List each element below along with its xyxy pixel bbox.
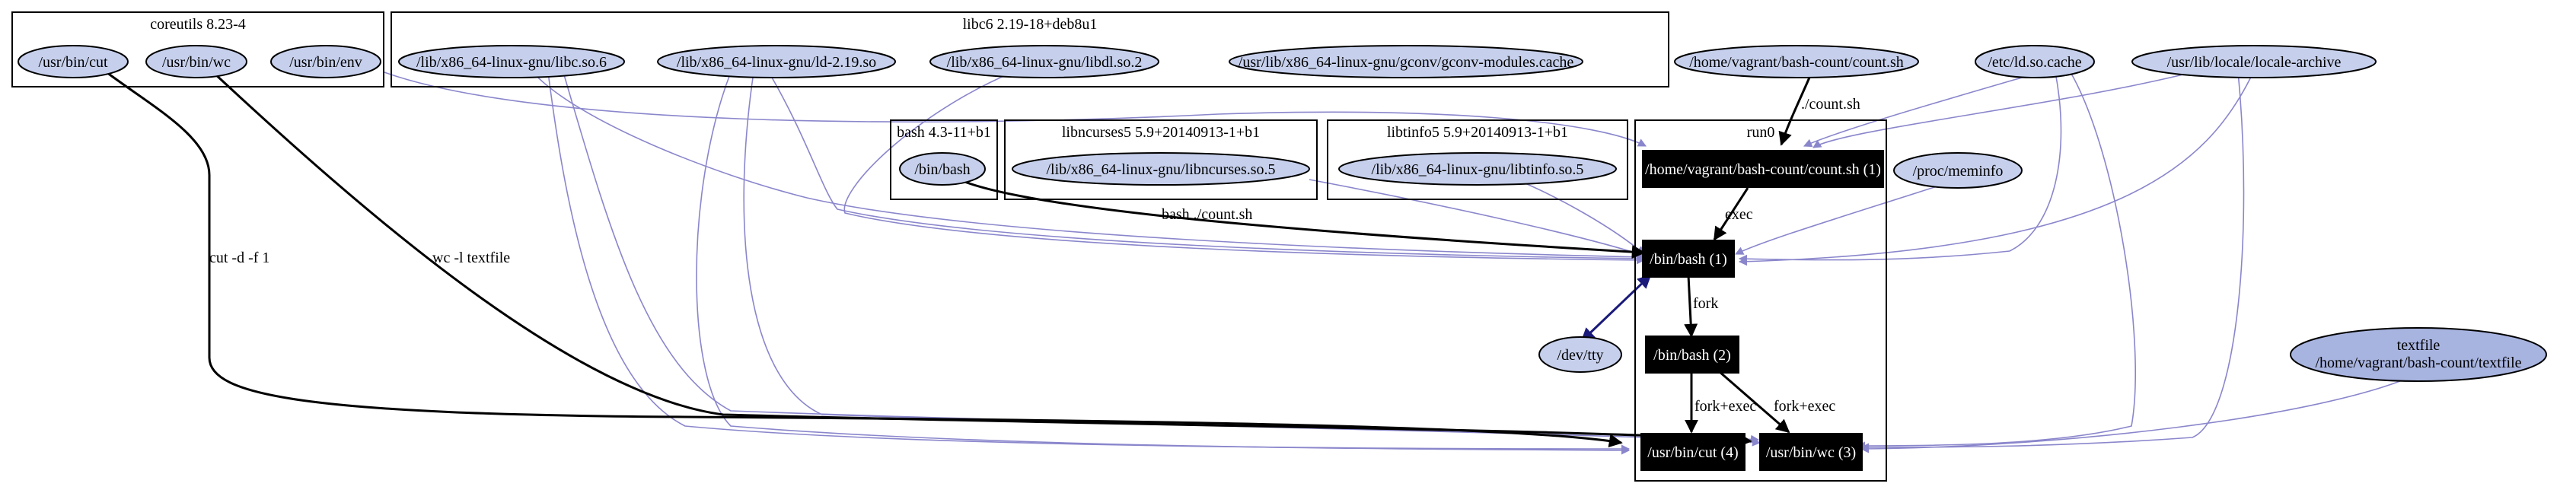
cluster-label-run0: run0 [1747, 124, 1775, 141]
node-libdl[interactable]: /lib/x86_64-linux-gnu/libdl.so.2 [929, 45, 1159, 78]
node-libncurses-so[interactable]: /lib/x86_64-linux-gnu/libncurses.so.5 [1012, 152, 1310, 186]
edge-ld-to-cut [696, 72, 1631, 455]
edge-ldcache-to-bash1 [1738, 72, 2062, 263]
edge-wc-exec [212, 71, 1752, 447]
edge-bash-exec [958, 178, 1646, 259]
edge-label-cut: cut -d -f 1 [209, 250, 269, 266]
node-label: /usr/lib/x86_64-linux-gnu/gconv/gconv-mo… [1239, 54, 1574, 71]
edge-meminfo-to-bash1 [1734, 182, 1950, 255]
node-proc-cut[interactable]: /usr/bin/cut (4) [1640, 433, 1745, 471]
edge-locale-to-countsh [1812, 72, 2193, 148]
node-proc-count-sh[interactable]: /home/vagrant/bash-count/count.sh (1) [1642, 150, 1884, 188]
node-gconv[interactable]: /usr/lib/x86_64-linux-gnu/gconv/gconv-mo… [1229, 45, 1583, 78]
node-label: /home/vagrant/bash-count/count.sh (1) [1645, 161, 1881, 178]
cluster-libtinfo: libtinfo5 5.9+20140913-1+b1 [1327, 119, 1628, 200]
edge-libdl-to-bash1 [843, 72, 1646, 265]
node-label: /usr/bin/cut (4) [1647, 444, 1738, 461]
edge-label-fork-exec-wc: fork+exec [1774, 398, 1835, 415]
node-usr-bin-cut[interactable]: /usr/bin/cut [18, 45, 129, 78]
node-proc-bash1[interactable]: /bin/bash (1) [1642, 240, 1735, 278]
edge-label-fork: fork [1693, 295, 1718, 312]
cluster-coreutils: coreutils 8.23-4 [11, 11, 384, 87]
edge-countsh-exec [1778, 72, 1813, 146]
edge-bash1-to-devtty [1580, 274, 1652, 342]
node-label: /bin/bash [914, 161, 970, 178]
node-label: /usr/bin/cut [38, 54, 108, 71]
edge-ldcache-to-countsh [1803, 72, 2041, 148]
edge-exec [1713, 187, 1749, 241]
edge-label-exec: exec [1725, 206, 1753, 223]
node-proc-wc[interactable]: /usr/bin/wc (3) [1759, 433, 1863, 471]
node-textfile[interactable]: textfile /home/vagrant/bash-count/textfi… [2290, 327, 2547, 382]
cluster-libncurses: libncurses5 5.9+20140913-1+b1 [1004, 119, 1318, 200]
edge-ldcache-to-wc [1856, 72, 2137, 450]
edge-label-wc: wc -l textfile [432, 250, 510, 266]
node-ld-so[interactable]: /lib/x86_64-linux-gnu/ld-2.19.so [657, 45, 896, 78]
node-locale-archive[interactable]: /usr/lib/locale/locale-archive [2131, 45, 2377, 78]
node-label: /usr/lib/locale/locale-archive [2167, 54, 2342, 71]
node-label-path: /home/vagrant/bash-count/textfile [2315, 355, 2521, 371]
cluster-libc6: libc6 2.19-18+deb8u1 [391, 11, 1669, 87]
cluster-label-libc6: libc6 2.19-18+deb8u1 [963, 16, 1098, 33]
edge-textfile-to-wc [1860, 372, 2421, 453]
edge-label-bash-exec: bash ./count.sh [1162, 206, 1252, 223]
node-label: /lib/x86_64-linux-gnu/libtinfo.so.5 [1372, 161, 1584, 178]
node-label: /lib/x86_64-linux-gnu/libc.so.6 [416, 54, 607, 71]
edge-locale-to-bash1 [1738, 72, 2254, 266]
cluster-bash: bash 4.3-11+b1 [890, 119, 998, 200]
edge-ld-to-bash1 [768, 72, 1646, 263]
node-label: /proc/meminfo [1913, 163, 2004, 180]
node-label-name: textfile [2397, 337, 2441, 354]
node-dev-tty[interactable]: /dev/tty [1538, 336, 1622, 373]
edge-ncurses-to-bash1 [1309, 179, 1646, 258]
node-bin-bash-file[interactable]: /bin/bash [899, 152, 986, 186]
cluster-label-libtinfo: libtinfo5 5.9+20140913-1+b1 [1387, 124, 1568, 141]
node-label: /usr/bin/wc [162, 54, 231, 71]
node-label: /dev/tty [1557, 347, 1603, 364]
node-label: /lib/x86_64-linux-gnu/ld-2.19.so [677, 54, 876, 71]
edge-tinfo-to-bash1 [1516, 179, 1645, 255]
node-label: /home/vagrant/bash-count/count.sh [1689, 54, 1904, 71]
node-usr-bin-wc[interactable]: /usr/bin/wc [145, 45, 247, 78]
edge-label-fork-exec-cut: fork+exec [1694, 398, 1756, 415]
node-label: /etc/ld.so.cache [1988, 54, 2081, 71]
node-libc-so[interactable]: /lib/x86_64-linux-gnu/libc.so.6 [398, 45, 625, 78]
edge-locale-to-wc [1860, 72, 2245, 452]
node-label: /usr/bin/env [289, 54, 362, 71]
edge-label-count-sh: ./count.sh [1801, 96, 1860, 113]
node-proc-meminfo[interactable]: /proc/meminfo [1893, 152, 2023, 189]
node-count-sh-file[interactable]: /home/vagrant/bash-count/count.sh [1674, 45, 1919, 78]
cluster-label-libncurses: libncurses5 5.9+20140913-1+b1 [1062, 124, 1260, 141]
edge-fork-exec-wc [1718, 370, 1790, 434]
execution-edges [106, 71, 1813, 448]
cluster-label-coreutils: coreutils 8.23-4 [150, 16, 246, 33]
node-label: /lib/x86_64-linux-gnu/libncurses.so.5 [1046, 161, 1275, 178]
node-proc-bash2[interactable]: /bin/bash (2) [1645, 336, 1739, 374]
cluster-run0: run0 [1634, 119, 1887, 482]
node-label: /bin/bash (1) [1650, 251, 1727, 268]
node-label: /lib/x86_64-linux-gnu/libdl.so.2 [947, 54, 1143, 71]
node-usr-bin-env[interactable]: /usr/bin/env [270, 45, 381, 78]
node-label: /usr/bin/wc (3) [1766, 444, 1856, 461]
node-etc-ld-cache[interactable]: /etc/ld.so.cache [1975, 45, 2095, 78]
cluster-label-bash: bash 4.3-11+b1 [897, 124, 991, 141]
node-libtinfo-so[interactable]: /lib/x86_64-linux-gnu/libtinfo.so.5 [1338, 152, 1617, 186]
edge-fork [1684, 275, 1698, 338]
edge-libc-to-bash1 [532, 72, 1646, 262]
node-label: /bin/bash (2) [1653, 347, 1731, 364]
